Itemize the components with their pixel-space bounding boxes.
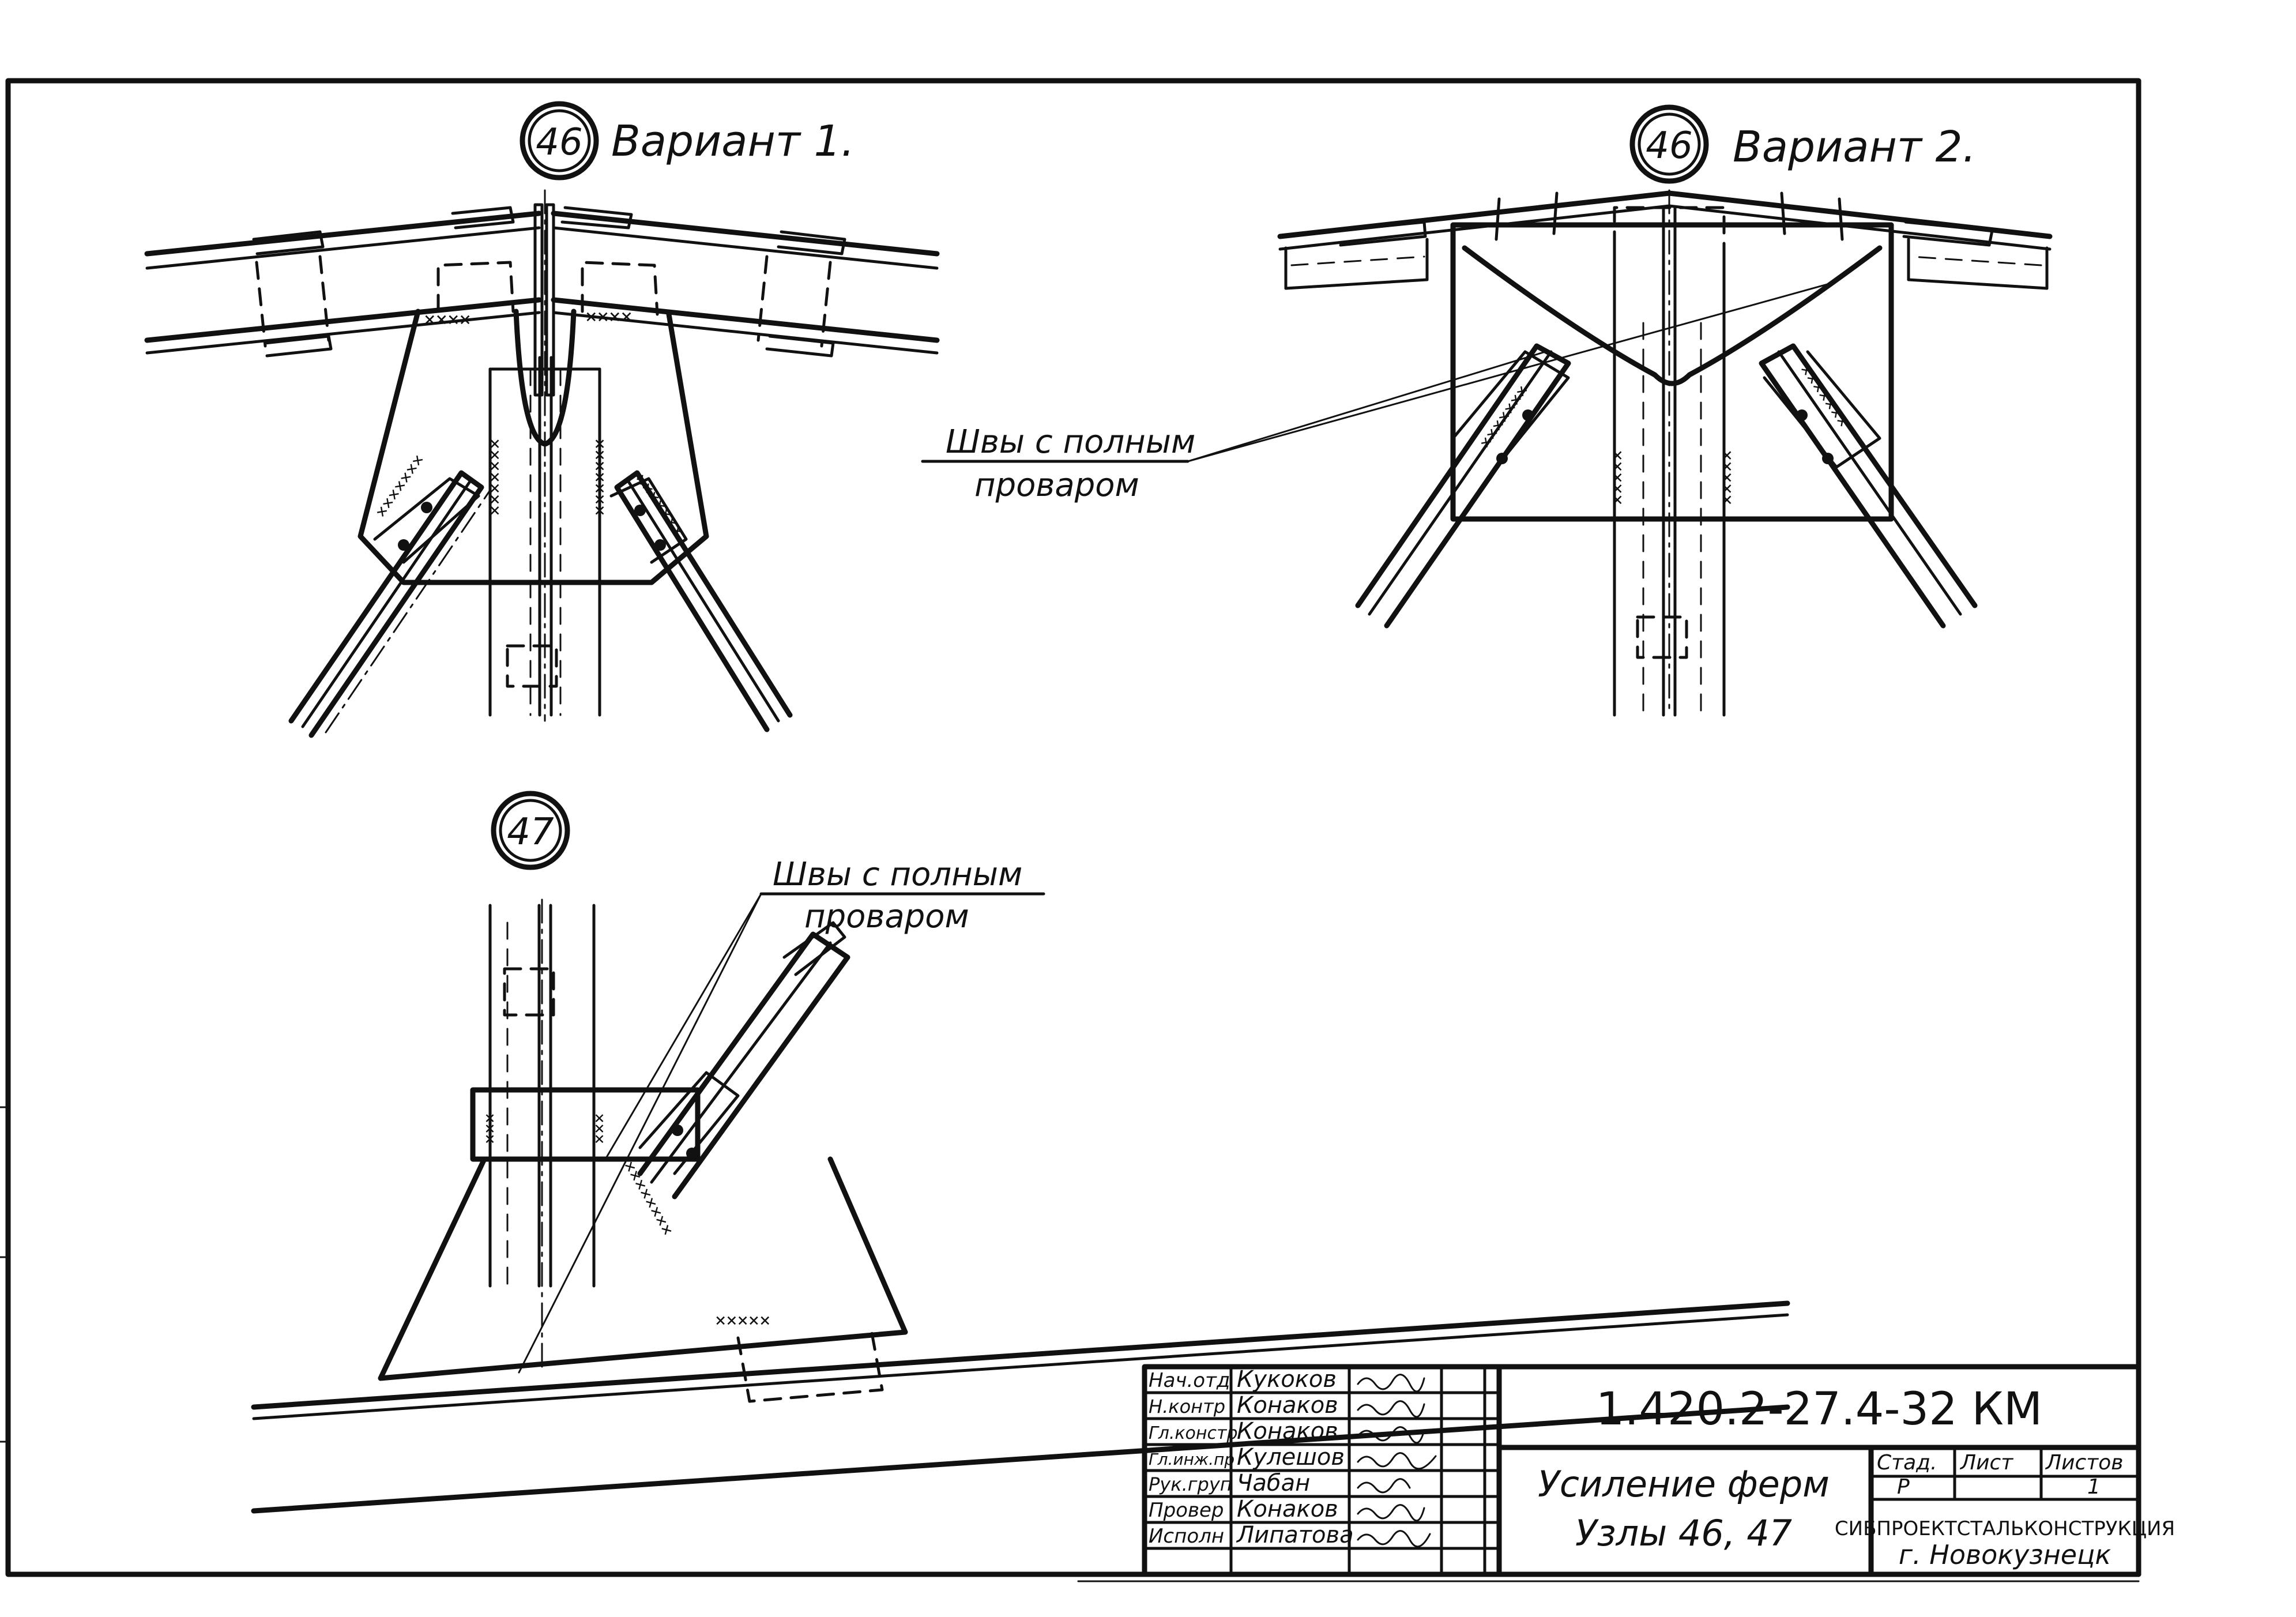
- node-caption: Вариант 1.: [611, 116, 855, 166]
- node-46-variant-1: 46 Вариант 1.: [144, 101, 940, 738]
- node-mark: 47: [507, 811, 554, 853]
- svg-text:×××××: ×××××: [1717, 450, 1738, 505]
- signature-row: Рук.груп Чабан: [1149, 1470, 1310, 1496]
- svg-text:×××××: ×××××: [1607, 450, 1629, 505]
- weld-note-line1: Швы с полным: [773, 856, 1022, 893]
- sheet-frame: [0, 78, 2141, 1582]
- svg-text:Исполн: Исполн: [1149, 1525, 1224, 1548]
- svg-text:Нач.отд: Нач.отд: [1149, 1369, 1230, 1392]
- weld-note-1: Швы с полным проваром: [921, 281, 1835, 504]
- sheets-value: 1: [2087, 1475, 2101, 1499]
- svg-text:×××××: ×××××: [715, 1309, 770, 1331]
- svg-text:Конаков: Конаков: [1237, 1392, 1338, 1419]
- svg-text:Конаков: Конаков: [1237, 1418, 1338, 1445]
- signature-row: Гл.инж.пр Кулешов: [1149, 1444, 1345, 1471]
- signature-row: Нач.отд Кукоков: [1149, 1366, 1337, 1393]
- svg-text:Н.контр: Н.контр: [1149, 1396, 1225, 1417]
- svg-text:Гл.инж.пр: Гл.инж.пр: [1149, 1450, 1234, 1469]
- drawing-title-line2: Узлы 46, 47: [1575, 1512, 1792, 1554]
- svg-text:××××: ××××: [424, 308, 471, 331]
- signature-row: Гл.констр Конаков: [1149, 1418, 1338, 1445]
- node-mark-circle: [520, 101, 599, 180]
- svg-text:×××: ×××: [589, 1113, 609, 1144]
- signature-row: Провер Конаков: [1149, 1496, 1338, 1522]
- signature-row: Исполн Липатова: [1149, 1522, 1354, 1548]
- node-mark: 46: [536, 121, 582, 164]
- svg-text:Рук.груп: Рук.груп: [1149, 1473, 1232, 1495]
- title-block: Нач.отд Кукоков Н.контр Конаков Гл.конст…: [1142, 1364, 2175, 1577]
- signature-row: Н.контр Конаков: [1149, 1392, 1338, 1419]
- svg-text:Чабан: Чабан: [1237, 1470, 1310, 1496]
- weld-note-line1: Швы с полным: [946, 423, 1195, 461]
- stage-value: Р: [1897, 1475, 1910, 1499]
- svg-text:×××××××: ×××××××: [484, 438, 506, 516]
- svg-text:Провер: Провер: [1149, 1499, 1224, 1522]
- svg-text:×××××××: ×××××××: [589, 438, 611, 516]
- doc-code: 1.420.2-27.4-32 КМ: [1596, 1383, 2042, 1435]
- svg-text:××××: ××××: [585, 305, 633, 328]
- sheets-label: Листов: [2045, 1451, 2123, 1475]
- svg-text:Кулешов: Кулешов: [1237, 1444, 1345, 1471]
- svg-text:×××: ×××: [480, 1113, 500, 1144]
- weld-note-line2: проваром: [804, 898, 969, 935]
- weld-note-2: Швы с полным проваром: [518, 856, 1045, 1374]
- svg-text:Гл.констр: Гл.констр: [1149, 1423, 1238, 1443]
- weld-note-line2: проваром: [974, 467, 1139, 504]
- node-47: 47 ×××××××× ××××× ××× ×××: [251, 791, 1790, 1514]
- node-mark: 46: [1646, 125, 1692, 167]
- svg-text:Липатова: Липатова: [1236, 1522, 1354, 1548]
- svg-text:Конаков: Конаков: [1237, 1496, 1338, 1522]
- org-city: г. Новокузнецк: [1899, 1539, 2111, 1570]
- node-caption: Вариант 2.: [1733, 122, 1976, 172]
- node-46-variant-2: 46 Вариант 2.: [1277, 104, 2053, 717]
- signature-marks: [1357, 1374, 1437, 1548]
- svg-text:××××××××: ××××××××: [619, 1157, 678, 1240]
- drawing-title-line1: Усиление ферм: [1538, 1463, 1830, 1505]
- svg-text:Кукоков: Кукоков: [1237, 1366, 1337, 1393]
- sheet-label: Лист: [1959, 1451, 2013, 1475]
- stage-label: Стад.: [1877, 1451, 1937, 1475]
- org-name: СИБПРОЕКТСТАЛЬКОНСТРУКЦИЯ: [1835, 1517, 2175, 1540]
